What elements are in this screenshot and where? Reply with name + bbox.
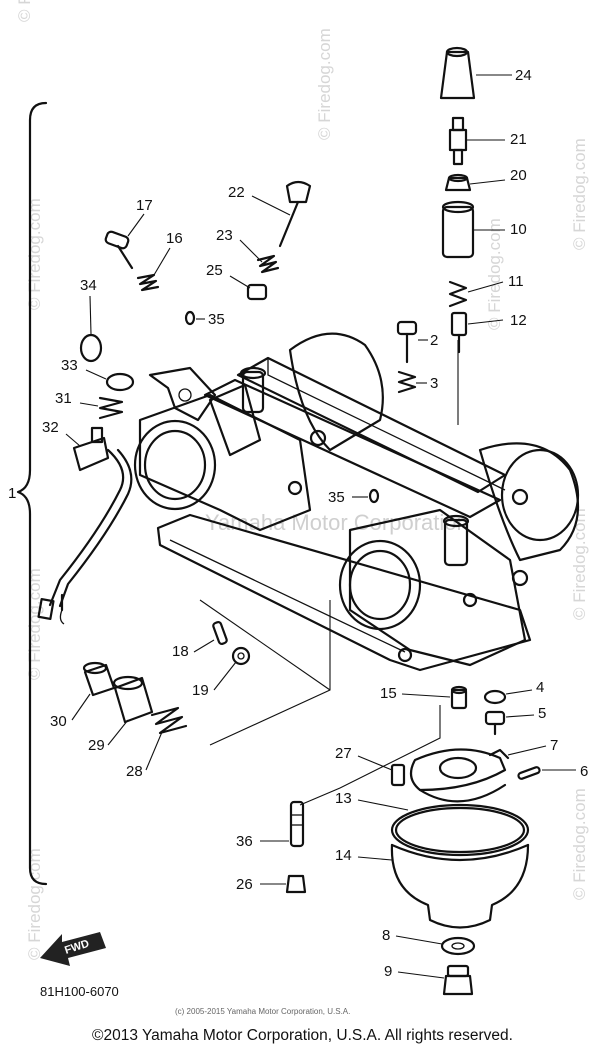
- part-oring-35-mid: [368, 488, 380, 504]
- part-spring-16: [136, 273, 160, 292]
- part-oring-35-top: [184, 310, 196, 326]
- callout-23: 23: [216, 227, 233, 244]
- watermark-text: © Firedog.com: [570, 138, 589, 250]
- callout-17: 17: [136, 197, 153, 214]
- watermark-text: © Firedog.com: [25, 198, 44, 310]
- part-spring-11: [448, 280, 468, 308]
- part-jet-15: [450, 685, 468, 710]
- watermark-text: © Firedog.com: [315, 28, 334, 140]
- callout-32: 32: [42, 419, 59, 436]
- callout-13: 13: [335, 790, 352, 807]
- callout-28: 28: [126, 763, 143, 780]
- part-float-bowl: [390, 843, 530, 929]
- callout-20: 20: [510, 167, 527, 184]
- callout-24: 24: [515, 67, 532, 84]
- callout-34: 34: [80, 277, 97, 294]
- callout-12: 12: [510, 312, 527, 329]
- part-screw-22: [278, 180, 312, 248]
- watermark-text: © Firedog.com: [15, 0, 34, 22]
- callout-7: 7: [550, 737, 558, 754]
- part-jet-27: [390, 763, 406, 787]
- part-washer-33: [105, 372, 135, 392]
- part-spring-28: [150, 706, 188, 735]
- callout-29: 29: [88, 737, 105, 754]
- callout-35-mid: 35: [328, 489, 345, 506]
- fuel-hose: [48, 448, 125, 607]
- callout-6: 6: [580, 763, 588, 780]
- part-oring-19: [231, 646, 251, 666]
- callout-11: 11: [508, 273, 524, 290]
- callout-35-top: 35: [208, 311, 225, 328]
- callout-26: 26: [236, 876, 253, 893]
- part-screw-2: [396, 320, 418, 364]
- callout-2: 2: [430, 332, 438, 349]
- watermark-layer: © Firedog.com © Firedog.com © Firedog.co…: [15, 0, 589, 960]
- callout-16: 16: [166, 230, 183, 247]
- callout-9: 9: [384, 963, 392, 980]
- callout-33: 33: [61, 357, 78, 374]
- part-screw-17: [104, 230, 134, 270]
- callout-19: 19: [192, 682, 209, 699]
- part-float-pin-6: [517, 766, 541, 780]
- part-piston-30: [82, 661, 116, 697]
- watermark-text: © Firedog.com: [25, 848, 44, 960]
- watermark-text: © Firedog.com: [570, 788, 589, 900]
- callout-10: 10: [510, 221, 527, 238]
- part-spring-3: [397, 370, 417, 394]
- callout-18: 18: [172, 643, 189, 660]
- part-gasket-14: [390, 803, 530, 857]
- callout-30: 30: [50, 713, 67, 730]
- callout-15: 15: [380, 685, 397, 702]
- carburetor-assembly: [133, 332, 580, 672]
- part-pin-7: [488, 748, 510, 760]
- small-copyright: (c) 2005-2015 Yamaha Motor Corporation, …: [175, 1007, 350, 1016]
- callout-31: 31: [55, 390, 72, 407]
- part-pin-18: [212, 621, 228, 645]
- watermark-text: © Firedog.com: [485, 218, 504, 330]
- callout-8: 8: [382, 927, 390, 944]
- part-jet-26: [285, 874, 307, 894]
- base-plate: [156, 513, 532, 672]
- callout-4: 4: [536, 679, 544, 696]
- watermark-text: © Firedog.com: [570, 508, 589, 620]
- callout-14: 14: [335, 847, 352, 864]
- callout-5: 5: [538, 705, 546, 722]
- assembly-brace: [16, 101, 48, 886]
- part-tube-36: [289, 800, 305, 848]
- part-spring-31: [98, 396, 124, 420]
- copyright-notice: ©2013 Yamaha Motor Corporation, U.S.A. A…: [92, 1027, 513, 1044]
- part-cylinder-10: [441, 200, 475, 259]
- part-spring-23: [256, 254, 280, 274]
- part-cylinder-29: [112, 675, 154, 724]
- callouts: 24 21 20 10 11 12 2 3 22 23 25 17 16 35 …: [8, 67, 588, 980]
- callout-1: 1: [8, 485, 16, 502]
- callout-36: 36: [236, 833, 253, 850]
- part-screw-5: [484, 710, 506, 736]
- part-float-13: [409, 748, 507, 803]
- diagram-code: 81H100-6070: [40, 984, 119, 999]
- part-washer-4: [483, 689, 507, 705]
- callout-25: 25: [206, 262, 223, 279]
- part-float-valve-12: [450, 311, 468, 354]
- callout-3: 3: [430, 375, 438, 392]
- part-cap-34: [79, 333, 103, 363]
- fwd-arrow: FWD: [40, 932, 106, 966]
- part-nut-25: [246, 283, 268, 301]
- part-needle-jet-21: [448, 116, 468, 166]
- part-drain-plug-9: [442, 964, 474, 996]
- part-cap-24: [439, 46, 476, 100]
- watermark-text: © Firedog.com: [25, 568, 44, 680]
- part-nut-20: [444, 173, 472, 192]
- callout-22: 22: [228, 184, 245, 201]
- callout-21: 21: [510, 131, 527, 148]
- callout-27: 27: [335, 745, 352, 762]
- part-washer-8: [440, 936, 476, 956]
- part-fitting-32: [72, 426, 110, 472]
